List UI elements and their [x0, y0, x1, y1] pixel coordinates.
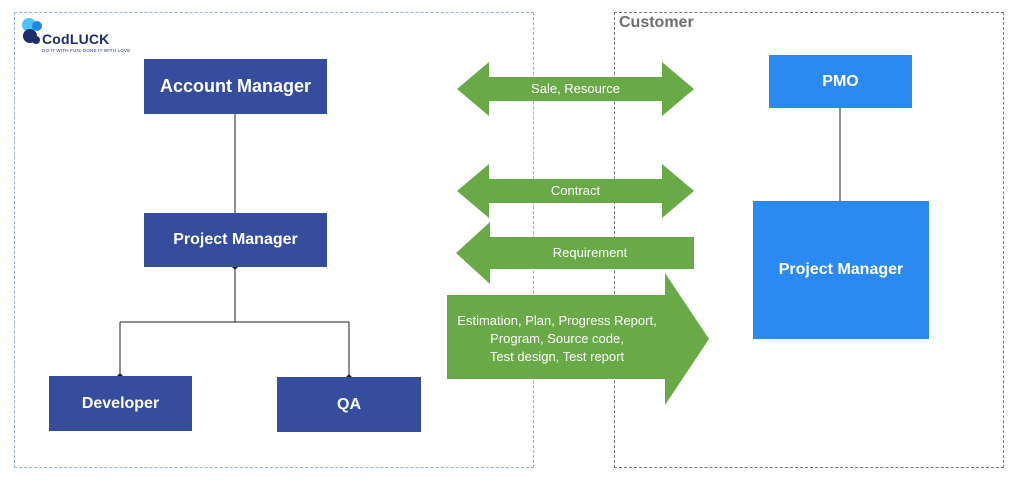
- left-arrow-shape: [456, 222, 694, 284]
- logo-slogan: DO IT WITH FUN, DONE IT WITH LOVE: [42, 48, 131, 53]
- deliverables-arrow: Estimation, Plan, Progress Report, Progr…: [447, 273, 709, 405]
- project-manager-node: Project Manager: [144, 213, 327, 267]
- customer-region-title: Customer: [619, 14, 694, 31]
- deliverables-line-3: Test design, Test report: [489, 349, 625, 364]
- pmo-node: PMO: [769, 55, 912, 108]
- sale-resource-label: Sale, Resource: [531, 81, 620, 96]
- account-manager-node: Account Manager: [144, 59, 327, 114]
- deliverables-line-1: Estimation, Plan, Progress Report,: [457, 313, 657, 328]
- requirement-arrow: Requirement: [456, 222, 694, 284]
- double-arrow-shape: [457, 164, 694, 218]
- deliverables-line-2: Program, Source code,: [490, 331, 624, 346]
- deliverables-label: Estimation, Plan, Progress Report, Progr…: [447, 273, 709, 405]
- double-arrow-shape: [457, 62, 694, 116]
- logo-text: CodLUCK: [42, 31, 110, 47]
- developer-node: Developer: [49, 376, 192, 431]
- contract-label: Contract: [550, 183, 601, 198]
- customer-project-manager-node: Project Manager: [753, 201, 929, 339]
- right-arrow-shape: [447, 273, 709, 405]
- sale-resource-arrow: Sale, Resource: [457, 62, 694, 116]
- logo-mark-icon: [22, 18, 42, 44]
- codluck-logo: CodLUCK DO IT WITH FUN, DONE IT WITH LOV…: [20, 16, 130, 56]
- contract-arrow: Contract: [457, 164, 694, 218]
- qa-node: QA: [277, 377, 421, 432]
- requirement-label: Requirement: [552, 245, 628, 260]
